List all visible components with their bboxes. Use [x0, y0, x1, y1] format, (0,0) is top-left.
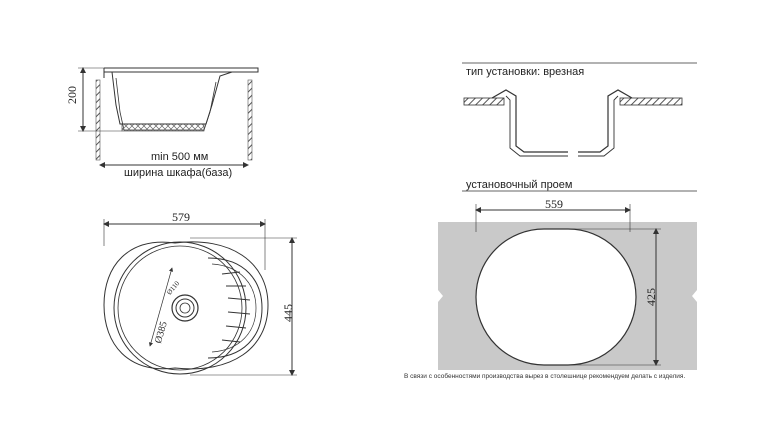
- cutout-opening: [475, 228, 637, 366]
- drain-inner: [179, 302, 191, 314]
- cabinet-width-label: ширина шкафа(база): [124, 167, 233, 179]
- sink-profile-left: [491, 89, 568, 153]
- sink-rim: [104, 67, 259, 73]
- cutout-height-label: 425: [644, 288, 658, 306]
- sink-outer-contour: [103, 241, 269, 370]
- production-note: В связи с особенностями производства выр…: [404, 373, 686, 380]
- top-view: [103, 219, 297, 376]
- bowl-inner: [117, 245, 243, 371]
- install-type-label: тип установки: врезная: [466, 66, 585, 78]
- install-profile: [462, 62, 697, 192]
- sink-profile-right: [578, 89, 633, 153]
- top-width-label: 579: [172, 210, 190, 224]
- side-height-label: 200: [65, 86, 79, 104]
- bowl-bottom-rib: [121, 123, 205, 132]
- cutout-width-label: 559: [545, 197, 563, 211]
- cabinet-left-wall: [95, 79, 101, 161]
- bowl-diameter-line: [148, 267, 174, 347]
- drain-mid: [175, 298, 195, 318]
- cutout-label: установочный проем: [466, 179, 573, 191]
- top-height-label: 445: [281, 304, 295, 322]
- min-width-label: min 500 мм: [151, 151, 209, 163]
- bowl-profile: [111, 71, 233, 125]
- cabinet-right-wall: [247, 79, 253, 161]
- bowl-outer: [113, 241, 247, 375]
- countertop-right: [619, 97, 683, 106]
- side-view: [78, 67, 259, 168]
- drainer-ribs: [221, 271, 251, 343]
- drainer-wing: [207, 257, 263, 359]
- cutout-view: [438, 204, 697, 370]
- countertop-left: [463, 97, 505, 106]
